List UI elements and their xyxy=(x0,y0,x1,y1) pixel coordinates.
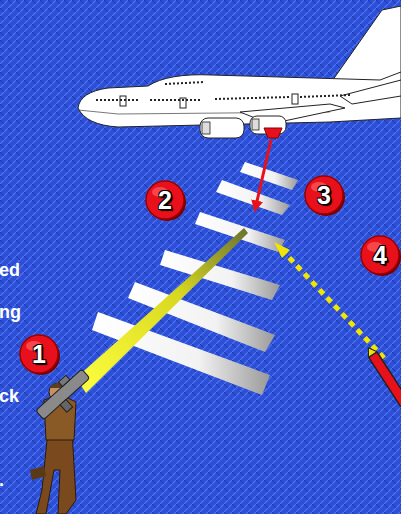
text-fragment: ng xyxy=(0,303,21,321)
callout-circle: 2 xyxy=(145,180,185,220)
soldier xyxy=(30,365,96,514)
missile xyxy=(364,345,401,407)
callout-number: 2 xyxy=(145,180,185,220)
callout-circle: 4 xyxy=(360,235,400,275)
callout-number: 3 xyxy=(304,175,344,215)
text-fragment: . xyxy=(0,471,4,489)
callout-circle: 3 xyxy=(304,175,344,215)
text-fragment: ck xyxy=(0,387,19,405)
airplane xyxy=(78,6,401,138)
seeker-beam xyxy=(76,228,248,393)
text-fragment: ed xyxy=(0,261,20,279)
callout-number: 4 xyxy=(360,235,400,275)
callout-circle: 1 xyxy=(19,334,59,374)
callout-number: 1 xyxy=(19,334,59,374)
flare-launch-arrow xyxy=(255,140,271,210)
